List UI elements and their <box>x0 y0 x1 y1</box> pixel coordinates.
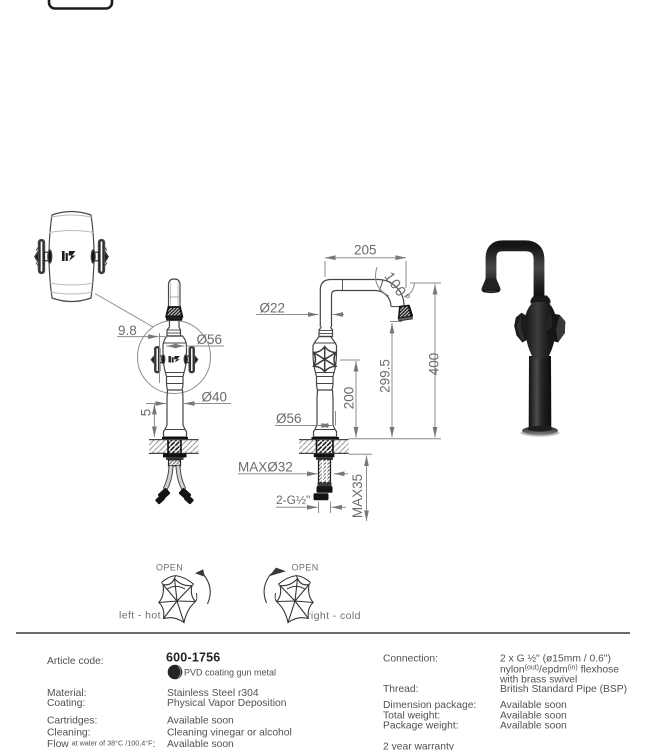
svg-text:Ø40: Ø40 <box>202 390 228 405</box>
svg-text:Physical Vapor Deposition: Physical Vapor Deposition <box>167 698 287 709</box>
svg-text:205: 205 <box>354 243 377 258</box>
svg-text:400: 400 <box>427 353 442 376</box>
svg-text:Available soon: Available soon <box>500 711 567 722</box>
svg-text:MAX35: MAX35 <box>350 474 365 518</box>
svg-text:PVD coating gun metal: PVD coating gun metal <box>184 668 276 678</box>
svg-text:left - hot: left - hot <box>119 610 161 622</box>
svg-text:Cleaning vinegar or alcohol: Cleaning vinegar or alcohol <box>167 728 292 739</box>
svg-text:Available soon: Available soon <box>500 700 567 711</box>
svg-text:Article code:: Article code: <box>47 656 104 667</box>
svg-text:Connection:: Connection: <box>383 654 438 665</box>
svg-text:Ø56: Ø56 <box>276 411 302 426</box>
svg-text:Available soon: Available soon <box>500 721 567 732</box>
svg-text:Available soon: Available soon <box>167 739 234 750</box>
svg-text:9.8: 9.8 <box>118 323 137 338</box>
svg-text:Package weight:: Package weight: <box>383 721 459 732</box>
svg-text:nylon(out)/epdm(in) flexhose: nylon(out)/epdm(in) flexhose <box>500 665 619 676</box>
svg-text:British Standard Pipe (BSP): British Standard Pipe (BSP) <box>500 684 627 695</box>
svg-text:200: 200 <box>342 387 357 410</box>
svg-text:Material:: Material: <box>47 688 86 699</box>
svg-text:299.5: 299.5 <box>378 359 393 393</box>
svg-text:Available soon: Available soon <box>167 716 234 727</box>
svg-text:Stainless Steel r304: Stainless Steel r304 <box>167 688 259 699</box>
svg-text:100°: 100° <box>380 269 413 306</box>
svg-text:right - cold: right - cold <box>307 610 361 622</box>
svg-text:Dimension package:: Dimension package: <box>383 700 476 711</box>
svg-text:2-G½": 2-G½" <box>276 493 310 507</box>
svg-text:2 year warranty: 2 year warranty <box>383 742 455 750</box>
svg-text:Flow at water of 38°C /100,4°F: Flow at water of 38°C /100,4°F: <box>47 739 155 750</box>
svg-text:with brass swivel: with brass swivel <box>499 675 577 686</box>
svg-text:600-1756: 600-1756 <box>166 651 220 665</box>
svg-text:Thread:: Thread: <box>383 684 419 695</box>
svg-text:Cleaning:: Cleaning: <box>47 728 91 739</box>
svg-text:Ø22: Ø22 <box>260 301 286 316</box>
svg-text:OPEN: OPEN <box>292 563 319 573</box>
svg-text:Coating:: Coating: <box>47 698 85 709</box>
svg-text:Total weight:: Total weight: <box>383 711 440 722</box>
svg-text:OPEN: OPEN <box>156 563 183 573</box>
svg-text:Cartridges:: Cartridges: <box>47 716 97 727</box>
svg-text:MAXØ32: MAXØ32 <box>238 460 293 475</box>
svg-text:5: 5 <box>139 409 154 417</box>
svg-text:2 x G ½" (ø15mm / 0.6"): 2 x G ½" (ø15mm / 0.6") <box>500 654 611 665</box>
svg-text:Ø56: Ø56 <box>197 332 223 347</box>
